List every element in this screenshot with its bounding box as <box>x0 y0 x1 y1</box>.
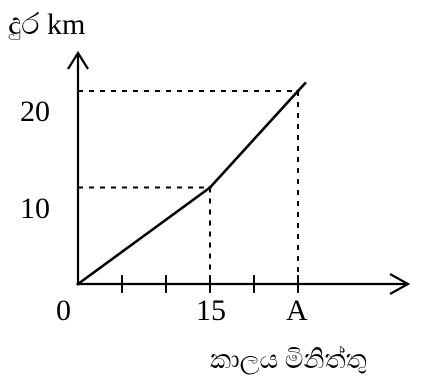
tick-marks <box>121 275 299 293</box>
guide-lines <box>78 90 299 284</box>
x-axis-label: කාලය මිනිත්තු <box>210 345 367 375</box>
x-tick-label-a: A <box>286 294 308 327</box>
data-point-2 <box>208 185 212 190</box>
series-line-extension <box>297 81 307 92</box>
x-tick-label-15: 15 <box>196 294 226 327</box>
x-axis-arrow-icon <box>389 273 411 295</box>
origin-label: 0 <box>56 294 71 327</box>
y-axis-label: දුර km <box>8 8 85 41</box>
y-axis-arrow-icon <box>67 50 89 70</box>
y-tick-label-20: 20 <box>20 95 50 128</box>
y-tick-label-10: 10 <box>20 192 50 225</box>
series-group <box>76 81 307 286</box>
data-point-1 <box>76 282 80 286</box>
